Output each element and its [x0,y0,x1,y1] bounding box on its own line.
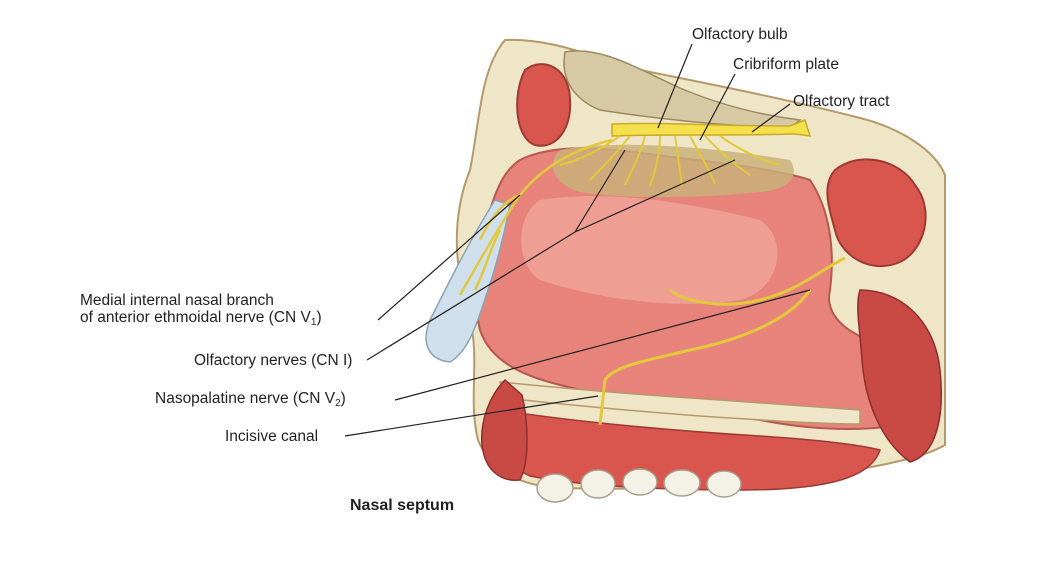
hard-palate [498,381,861,425]
label-olfactory-tract: Olfactory tract [793,93,890,110]
pharyngeal-wall [857,289,942,463]
label-medial-internal-line1: Medial internal nasal branch [80,292,274,309]
teeth [536,468,742,503]
label-nasopalatine-nerve: Nasopalatine nerve (CN V2) [155,390,346,409]
label-medial-internal-suffix: ) [316,309,322,326]
frontal-lobe-tissue [563,50,802,129]
label-nasopalatine-subscript: 2 [335,398,341,409]
olfactory-mucosa [552,144,794,198]
label-incisive-canal: Incisive canal [225,428,319,445]
label-medial-internal-nasal-branch: Medial internal nasal branch of anterior… [80,292,322,328]
mucosa-highlight [521,196,778,304]
label-nasopalatine-text: Nasopalatine nerve (CN V [155,390,336,407]
label-nasopalatine-suffix: ) [340,390,346,407]
label-olfactory-bulb: Olfactory bulb [692,26,788,43]
upper-lip [481,378,528,481]
olfactory-nerve-filaments [559,135,781,187]
olfactory-bulb-tract [611,119,812,137]
label-olfactory-nerves: Olfactory nerves (CN I) [194,352,353,369]
label-medial-internal-line2-text: of anterior ethmoidal nerve (CN V [80,309,311,326]
label-medial-internal-line2: of anterior ethmoidal nerve (CN V1) [80,309,322,328]
nasopalatine-nerve-path [598,256,846,426]
label-medial-internal-subscript: 1 [310,317,317,328]
frontal-sinus [516,63,572,147]
leader-lines [344,43,811,437]
label-cribriform-plate: Cribriform plate [733,56,839,73]
sphenoid-sinus [826,158,927,268]
caption-nasal-septum: Nasal septum [350,497,455,514]
